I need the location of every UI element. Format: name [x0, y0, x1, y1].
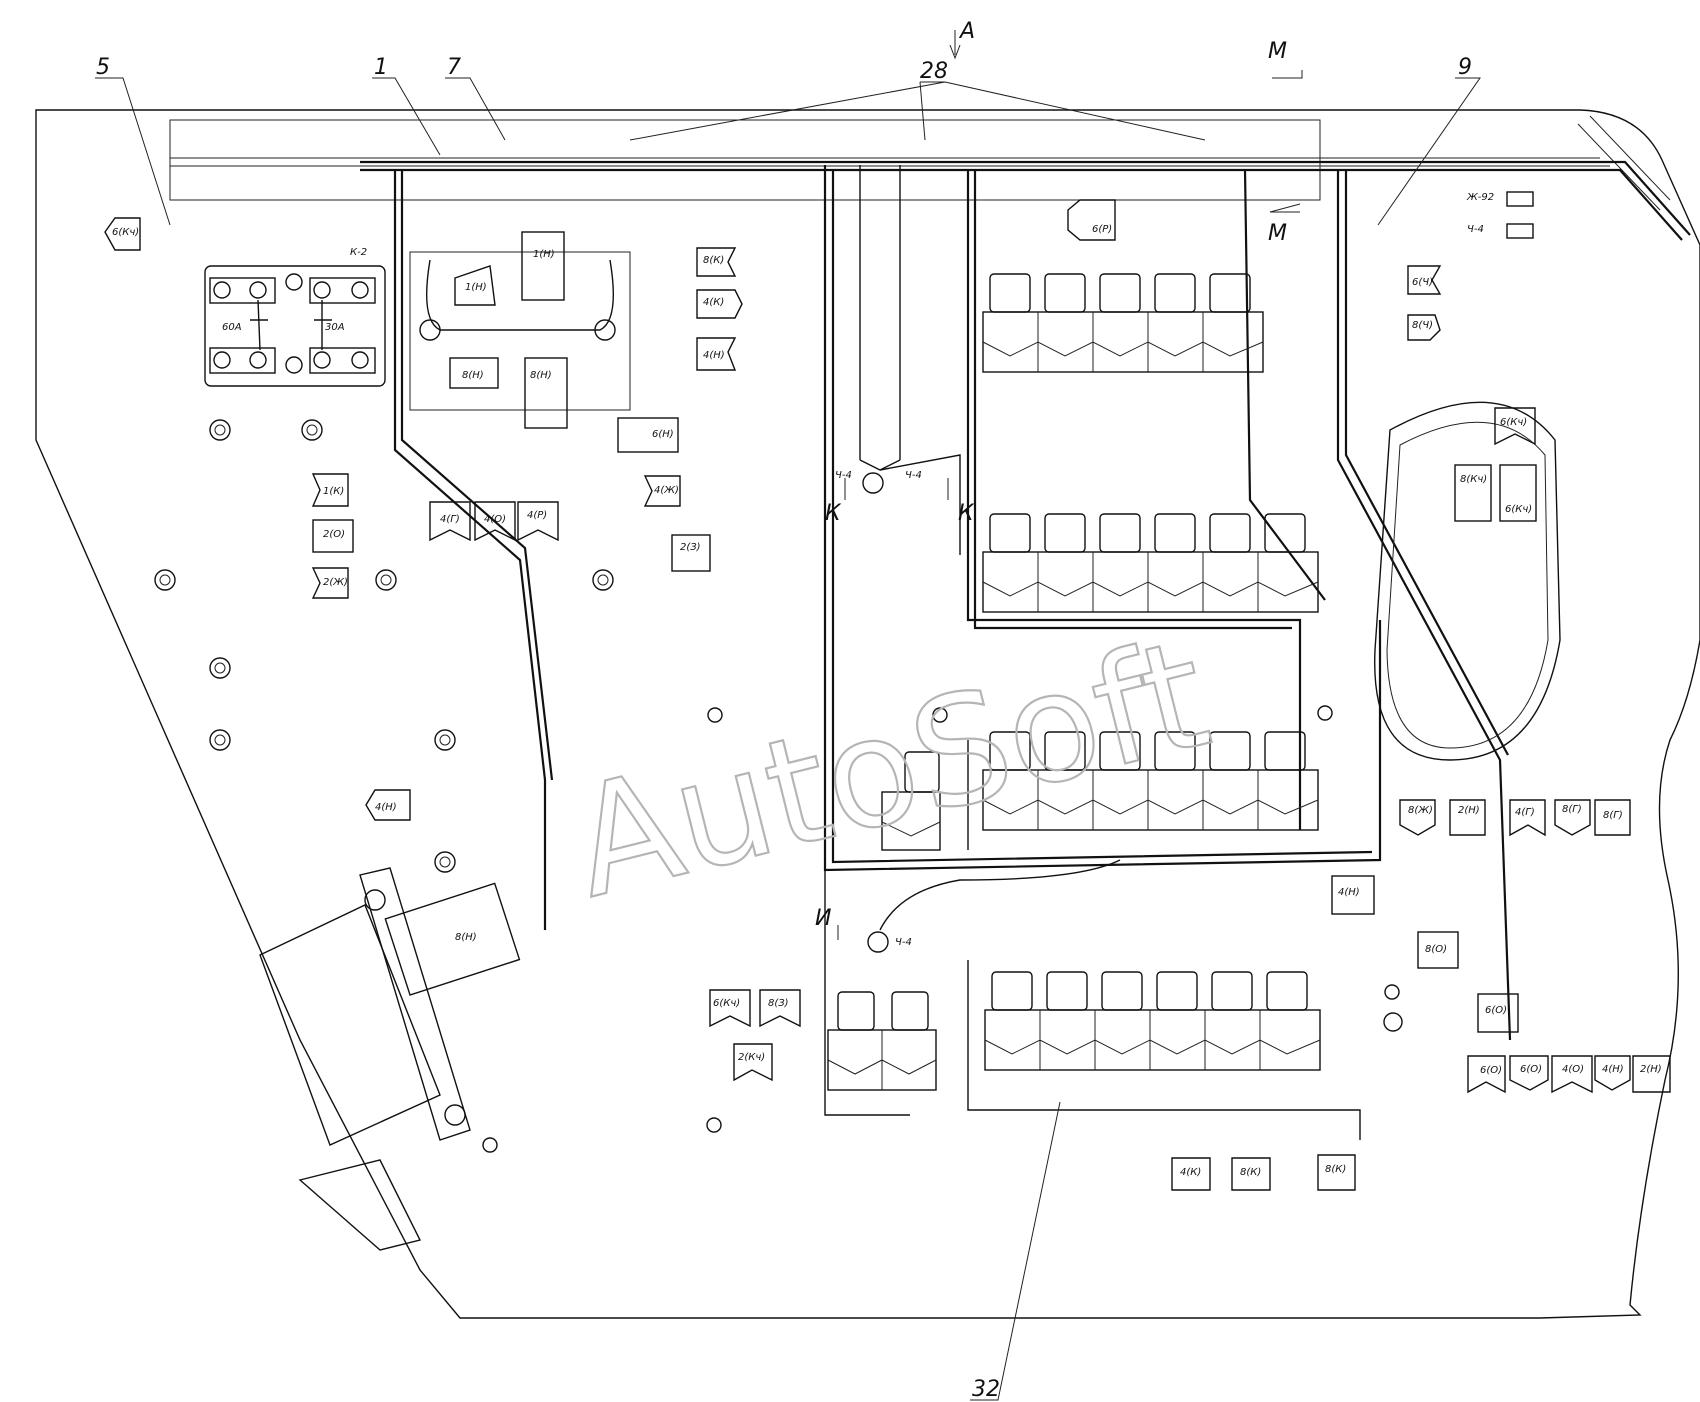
fuse-60a-label: 60A [222, 322, 242, 333]
connector-label: 2(О) [323, 529, 345, 540]
connector-label: 8(Н) [462, 370, 484, 381]
connector-label: 6(О) [1480, 1065, 1502, 1076]
wire-mark-zh92: Ж-92 [1466, 192, 1494, 203]
connector-label: 2(Н) [1640, 1064, 1662, 1075]
callout-1: 1 [374, 55, 388, 80]
connector-label: 6(Кч) [713, 998, 740, 1009]
top-rail [170, 115, 1671, 211]
callout-9: 9 [1458, 55, 1472, 80]
connector-label: 1(Н) [533, 249, 555, 260]
connector-label: 8(К) [703, 255, 724, 266]
connector-label: 4(Ж) [654, 485, 679, 496]
connector-label: 6(Кч) [112, 227, 139, 238]
section-mark-i: И [815, 906, 831, 931]
connector-label: 1(К) [323, 486, 344, 497]
ground-stud [862, 472, 884, 494]
connector-label: 6(О) [1520, 1064, 1542, 1075]
connector-label: 4(Н) [1338, 887, 1360, 898]
section-mark-m: M [1268, 39, 1287, 64]
relay-pair-small [827, 991, 937, 1091]
connector-label: 8(Г) [1603, 810, 1623, 821]
relay-bank-3 [982, 731, 1319, 831]
relay-bank-4 [984, 971, 1321, 1071]
relay-bank-1 [982, 273, 1264, 373]
connector-label: 6(Н) [652, 429, 674, 440]
connector-label: 4(О) [484, 514, 506, 525]
wire-mark: Ч-4 [905, 470, 922, 481]
wire-mark: Ч-4 [835, 470, 852, 481]
switch-assembly [259, 867, 521, 1251]
connector-label: 2(З) [680, 542, 701, 553]
callout-32: 32 [972, 1377, 1000, 1402]
fuse-30a-label: 30A [325, 322, 345, 333]
connector-label: 8(К) [1240, 1167, 1261, 1178]
connector-label: 8(О) [1425, 944, 1447, 955]
panel-outline [35, 109, 1700, 1319]
connector-label: 2(Н) [1458, 805, 1480, 816]
connector-label: 4(Н) [703, 350, 725, 361]
connector-label: 8(Ч) [1412, 320, 1433, 331]
harness-trunks [360, 160, 1691, 1140]
section-mark-k: К [958, 501, 975, 526]
connector-label: 1(Н) [465, 282, 487, 293]
callout-leaders [95, 30, 1481, 1401]
connector-label: 4(Г) [440, 514, 460, 525]
connector-label: 8(З) [768, 998, 789, 1009]
callout-28: 28 [920, 59, 948, 84]
connector-label: 4(Р) [527, 510, 547, 521]
connector-label: 2(Ж) [323, 577, 348, 588]
connector-label: 6(Р) [1092, 224, 1112, 235]
connector-label: 4(Н) [1602, 1064, 1624, 1075]
connector-label: 4(Г) [1515, 807, 1535, 818]
section-mark-k: К [825, 501, 842, 526]
terminal-plug [1506, 223, 1534, 239]
connector-label: 8(Г) [1562, 804, 1582, 815]
wire-mark: Ч-4 [895, 937, 912, 948]
connector-tags [104, 199, 1671, 1191]
connector-label: 6(Кч) [1500, 417, 1527, 428]
connector-label: 4(К) [703, 297, 724, 308]
section-mark-a: A [958, 19, 975, 44]
connector-label: 8(Кч) [1460, 474, 1487, 485]
ground-stud [867, 931, 889, 953]
wire-mark-k2: К-2 [350, 247, 367, 258]
connector-labels: 6(Кч) 1(Н) 1(Н) 8(Н) 8(Н) 6(Н) 8(К) 4(К)… [112, 224, 1662, 1178]
mounting-bosses [154, 419, 1403, 1153]
section-mark-m: M [1268, 221, 1287, 246]
terminal-plug [1506, 191, 1534, 207]
callout-5: 5 [96, 55, 110, 80]
connector-label: 2(Кч) [738, 1052, 765, 1063]
connector-label: 8(Ж) [1408, 805, 1433, 816]
relay-bank-2 [982, 513, 1319, 613]
callout-7: 7 [447, 55, 461, 80]
relay-board [409, 251, 631, 411]
connector-label: 6(Кч) [1505, 504, 1532, 515]
relay-single [881, 751, 941, 851]
connector-label: 4(Н) [375, 802, 397, 813]
wire-mark: Ч-4 [1467, 224, 1484, 235]
connector-label: 8(К) [1325, 1164, 1346, 1175]
connector-label: 4(К) [1180, 1167, 1201, 1178]
connector-label: 6(Ч) [1412, 277, 1433, 288]
connector-label: 4(О) [1562, 1064, 1584, 1075]
watermark: AutoSoft [557, 607, 1224, 932]
panel-inner-edge [169, 119, 1321, 201]
connector-label: 8(Н) [530, 370, 552, 381]
connector-label: 6(О) [1485, 1005, 1507, 1016]
oval-cutout [1374, 401, 1561, 761]
fuse-block: 60A 30A [204, 265, 386, 387]
connector-label: 8(Н) [455, 932, 477, 943]
